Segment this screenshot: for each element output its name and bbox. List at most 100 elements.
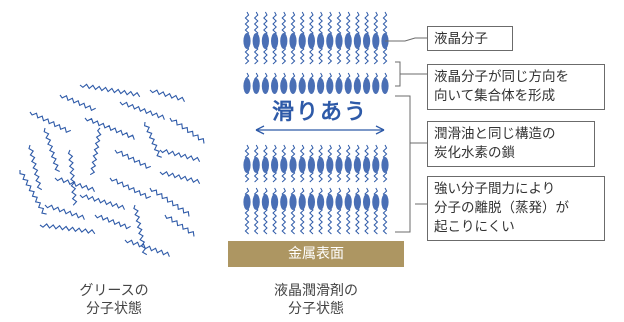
grease-molecule-chain bbox=[84, 117, 135, 140]
liquid-crystal-molecule bbox=[326, 194, 334, 210]
hydrocarbon-chain bbox=[309, 206, 314, 235]
hydrocarbon-chain bbox=[245, 72, 250, 80]
grease-molecule-chain bbox=[149, 187, 190, 217]
liquid-crystal-molecule bbox=[298, 157, 306, 173]
slide-label: 滑りあう bbox=[271, 100, 368, 125]
hydrocarbon-chain bbox=[309, 72, 314, 80]
hydrocarbon-chain bbox=[355, 11, 360, 37]
liquid-crystal-molecule bbox=[243, 157, 251, 173]
liquid-crystal-molecule bbox=[335, 157, 343, 173]
liquid-crystal-molecule bbox=[353, 157, 361, 173]
liquid-crystal-molecule bbox=[298, 33, 306, 49]
slide-arrow bbox=[255, 125, 385, 135]
hydrocarbon-chain bbox=[318, 72, 323, 80]
grease-molecule-chain bbox=[149, 89, 185, 102]
liquid-crystal-molecule bbox=[363, 194, 371, 210]
hydrocarbon-chain bbox=[272, 72, 277, 80]
hydrocarbon-chain bbox=[281, 45, 287, 65]
liquid-crystal-molecule bbox=[280, 157, 288, 173]
liquid-crystal-molecule bbox=[298, 194, 306, 210]
liquid-crystal-molecule bbox=[372, 33, 380, 49]
liquid-crystal-molecule bbox=[353, 33, 361, 49]
slide-arrow-right-head bbox=[375, 125, 385, 135]
leader-aligned-aggregate bbox=[395, 61, 427, 87]
liquid-crystal-molecule bbox=[289, 194, 297, 210]
slide-arrow-left-head bbox=[255, 125, 265, 135]
liquid-crystal-molecule bbox=[307, 157, 315, 173]
liquid-crystal-molecule bbox=[289, 157, 297, 173]
grease-molecule-chain bbox=[133, 204, 148, 256]
liquid-crystal-molecule bbox=[326, 78, 334, 94]
liquid-crystal-molecule bbox=[307, 78, 315, 94]
grease-molecule-chain bbox=[159, 148, 201, 162]
leader-liquid-crystal-molecule bbox=[385, 37, 427, 42]
grease-molecule-chain bbox=[144, 121, 162, 158]
liquid-crystal-molecule bbox=[252, 194, 260, 210]
liquid-crystal-molecule bbox=[243, 33, 251, 49]
liquid-crystal-molecule bbox=[317, 194, 325, 210]
hydrocarbon-chain bbox=[290, 11, 296, 37]
grease-molecules bbox=[19, 83, 205, 257]
hydrocarbon-chain bbox=[373, 72, 379, 80]
callout-leader-lines bbox=[385, 37, 427, 233]
liquid-crystal-molecule bbox=[381, 194, 389, 210]
callout-low-evaporation: 強い分子間力により 分子の離脱（蒸発）が 起こりにくい bbox=[427, 176, 605, 241]
hydrocarbon-chain bbox=[318, 11, 323, 37]
hydrocarbon-chain bbox=[373, 206, 379, 235]
liquid-crystal-molecule bbox=[271, 157, 279, 173]
hydrocarbon-chain bbox=[382, 45, 388, 65]
liquid-crystal-molecule bbox=[317, 157, 325, 173]
liquid-crystal-molecule bbox=[344, 78, 352, 94]
liquid-crystal-molecule bbox=[261, 33, 269, 49]
liquid-crystal-molecule bbox=[372, 157, 380, 173]
callout-aligned-aggregate: 液晶分子が同じ方向を 向いて集合体を形成 bbox=[427, 64, 605, 110]
liquid-crystal-molecule bbox=[353, 78, 361, 94]
grease-molecule-chain bbox=[29, 111, 72, 133]
liquid-crystal-molecule bbox=[280, 194, 288, 210]
hydrocarbon-chain bbox=[244, 206, 250, 235]
liquid-crystal-molecule bbox=[289, 78, 297, 94]
hydrocarbon-chain bbox=[291, 72, 296, 80]
hydrocarbon-chain bbox=[327, 206, 333, 235]
hydrocarbon-chain bbox=[263, 11, 268, 37]
grease-caption: グリースの 分子状態 bbox=[79, 283, 149, 317]
hydrocarbon-chain bbox=[253, 206, 259, 235]
hydrocarbon-chain bbox=[281, 11, 287, 37]
hydrocarbon-chain bbox=[272, 11, 277, 37]
liquid-crystal-molecule bbox=[326, 33, 334, 49]
liquid-crystal-molecule bbox=[381, 157, 389, 173]
grease-molecule-chain bbox=[54, 177, 95, 192]
liquid-crystal-molecule bbox=[271, 194, 279, 210]
grease-molecule-chain bbox=[43, 127, 60, 172]
hydrocarbon-chain bbox=[345, 206, 351, 235]
grease-molecule-chain bbox=[59, 94, 96, 112]
molecule-layer-4 bbox=[243, 187, 389, 235]
liquid-crystal-molecule bbox=[363, 157, 371, 173]
liquid-crystal-molecule bbox=[317, 78, 325, 94]
hydrocarbon-chain bbox=[318, 45, 323, 65]
hydrocarbon-chain bbox=[290, 45, 296, 65]
hydrocarbon-chain bbox=[373, 11, 379, 37]
leader-hydrocarbon-chain bbox=[395, 95, 427, 233]
liquid-crystal-molecule bbox=[307, 33, 315, 49]
hydrocarbon-chain bbox=[345, 11, 351, 37]
grease-molecule-chain bbox=[159, 170, 201, 184]
liquid-crystal-caption: 液晶潤滑剤の 分子状態 bbox=[274, 283, 358, 317]
liquid-crystal-molecule bbox=[335, 78, 343, 94]
grease-molecule-chain bbox=[114, 149, 151, 169]
liquid-crystal-molecule bbox=[271, 78, 279, 94]
liquid-crystal-molecule bbox=[252, 78, 260, 94]
grease-molecule-chain bbox=[164, 214, 195, 237]
hydrocarbon-chain bbox=[253, 11, 259, 37]
liquid-crystal-molecule bbox=[271, 33, 279, 49]
hydrocarbon-chain bbox=[327, 45, 333, 65]
grease-molecule-chain bbox=[124, 239, 170, 257]
liquid-crystal-molecule bbox=[353, 194, 361, 210]
grease-molecule-chain bbox=[79, 83, 141, 98]
liquid-crystal-molecule bbox=[317, 33, 325, 49]
hydrocarbon-chain bbox=[309, 45, 314, 65]
liquid-crystal-molecule bbox=[344, 33, 352, 49]
liquid-crystal-molecule bbox=[363, 33, 371, 49]
hydrocarbon-chain bbox=[254, 72, 259, 80]
hydrocarbon-chain bbox=[263, 206, 268, 235]
